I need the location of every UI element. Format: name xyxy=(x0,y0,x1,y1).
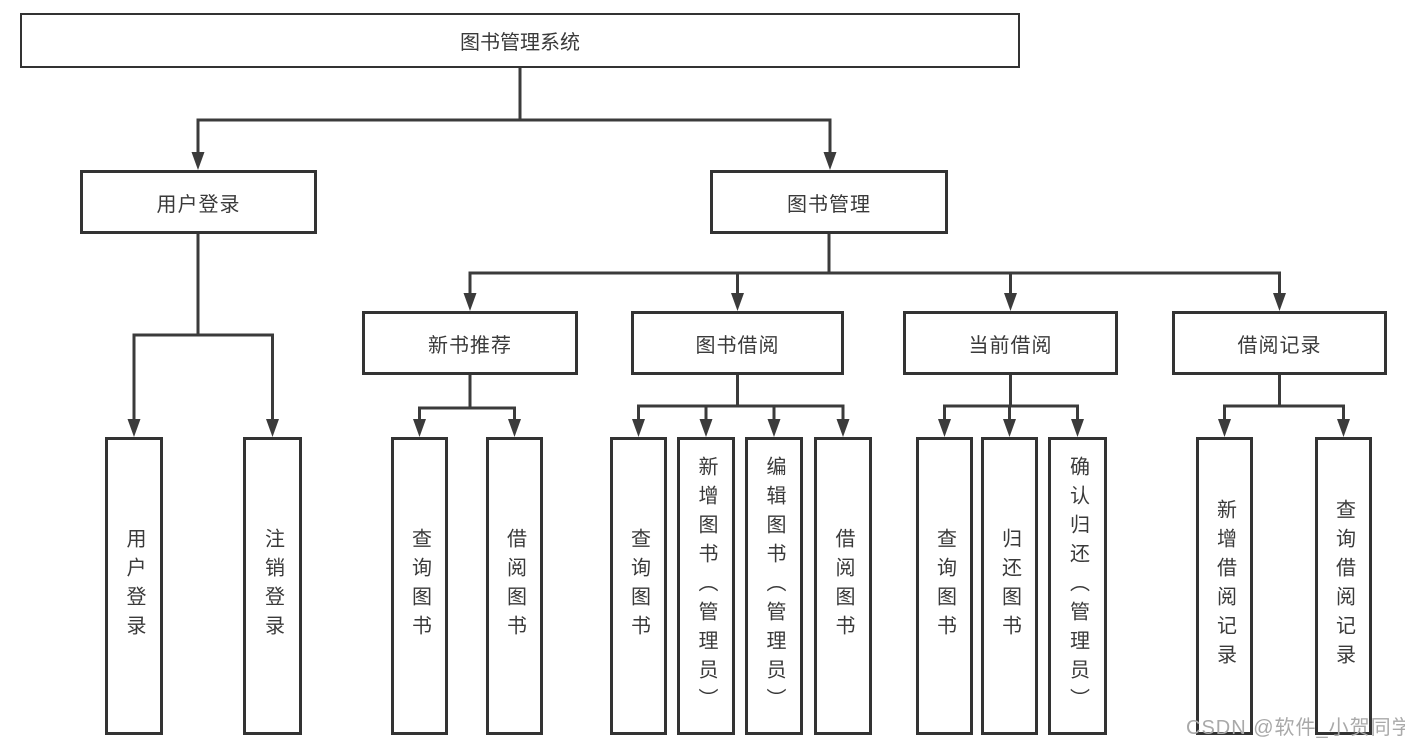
arrow-icon xyxy=(266,419,279,437)
leaf-add-borrow-record: 新增借阅记录 xyxy=(1196,437,1253,735)
leaf-query-books-recommend: 查询图书 xyxy=(391,437,448,735)
node-library-management-system: 图书管理系统 xyxy=(20,13,1020,68)
arrow-icon xyxy=(767,419,781,437)
node-label: 用户登录 xyxy=(123,528,145,644)
arrow-icon xyxy=(127,419,141,437)
arrow-icon xyxy=(463,293,477,311)
leaf-query-books-current: 查询图书 xyxy=(916,437,973,735)
node-label: 归还图书 xyxy=(998,528,1021,644)
leaf-return-books: 归还图书 xyxy=(981,437,1038,735)
node-label: 注销登录 xyxy=(261,528,284,644)
arrow-icon xyxy=(1071,419,1084,437)
node-label: 新书推荐 xyxy=(428,334,512,357)
node-book-borrowing: 图书借阅 xyxy=(631,311,844,375)
node-new-book-recommendation: 新书推荐 xyxy=(362,311,578,375)
node-label: 确认归还（管理员） xyxy=(1066,455,1089,717)
arrow-icon xyxy=(1337,419,1350,437)
node-label: 借阅图书 xyxy=(832,528,854,644)
arrow-icon xyxy=(1218,419,1231,437)
arrow-icon xyxy=(699,419,713,437)
csdn-watermark: CSDN @软件_小贺同学 xyxy=(1186,717,1405,739)
node-label: 借阅记录 xyxy=(1237,334,1322,357)
leaf-user-login: 用户登录 xyxy=(105,437,163,735)
arrow-icon xyxy=(508,419,521,437)
node-label: 编辑图书（管理员） xyxy=(763,455,785,717)
connector-bookmgmt-to-level3 xyxy=(468,232,1281,298)
connector-userlogin-to-leaves xyxy=(132,232,274,424)
node-label: 图书借阅 xyxy=(695,334,780,357)
connector-newbook-to-leaves xyxy=(418,373,516,424)
arrowhead-icons xyxy=(127,152,1350,437)
leaf-confirm-return-admin: 确认归还（管理员） xyxy=(1048,437,1107,735)
leaf-query-borrow-record: 查询借阅记录 xyxy=(1315,437,1372,735)
leaf-logout: 注销登录 xyxy=(243,437,302,735)
node-label: 查询图书 xyxy=(408,528,431,644)
node-label: 图书管理 xyxy=(787,193,871,216)
node-borrowing-records: 借阅记录 xyxy=(1172,311,1387,375)
node-label: 借阅图书 xyxy=(503,528,526,644)
arrow-icon xyxy=(1004,293,1017,311)
node-label: 查询图书 xyxy=(933,528,956,644)
arrow-icon xyxy=(1003,419,1016,437)
leaf-borrow-books-recommend: 借阅图书 xyxy=(486,437,543,735)
arrow-icon xyxy=(1273,293,1286,311)
arrow-icon xyxy=(938,419,951,437)
node-label: 新增图书（管理员） xyxy=(695,455,717,717)
node-label: 新增借阅记录 xyxy=(1213,499,1236,673)
node-label: 查询图书 xyxy=(627,528,650,644)
node-label: 当前借阅 xyxy=(968,334,1053,357)
leaf-add-book-admin: 新增图书（管理员） xyxy=(677,437,735,735)
arrow-icon xyxy=(836,419,850,437)
leaf-borrow-books: 借阅图书 xyxy=(814,437,872,735)
arrow-icon xyxy=(191,152,205,170)
connector-records-to-leaves xyxy=(1223,373,1345,424)
connector-root-to-level2 xyxy=(196,66,832,155)
leaf-edit-book-admin: 编辑图书（管理员） xyxy=(745,437,803,735)
arrow-icon xyxy=(632,419,645,437)
node-current-borrowing: 当前借阅 xyxy=(903,311,1118,375)
arrow-icon xyxy=(413,419,426,437)
node-label: 图书管理系统 xyxy=(460,32,580,54)
arrow-icon xyxy=(731,293,744,311)
arrow-icon xyxy=(823,152,837,170)
node-book-management: 图书管理 xyxy=(710,170,948,234)
node-user-login: 用户登录 xyxy=(80,170,317,234)
leaf-query-books-borrow: 查询图书 xyxy=(610,437,667,735)
connector-borrow-to-leaves xyxy=(637,373,845,424)
node-label: 查询借阅记录 xyxy=(1332,499,1355,673)
node-label: 用户登录 xyxy=(156,193,241,216)
connector-current-to-leaves xyxy=(943,373,1079,424)
